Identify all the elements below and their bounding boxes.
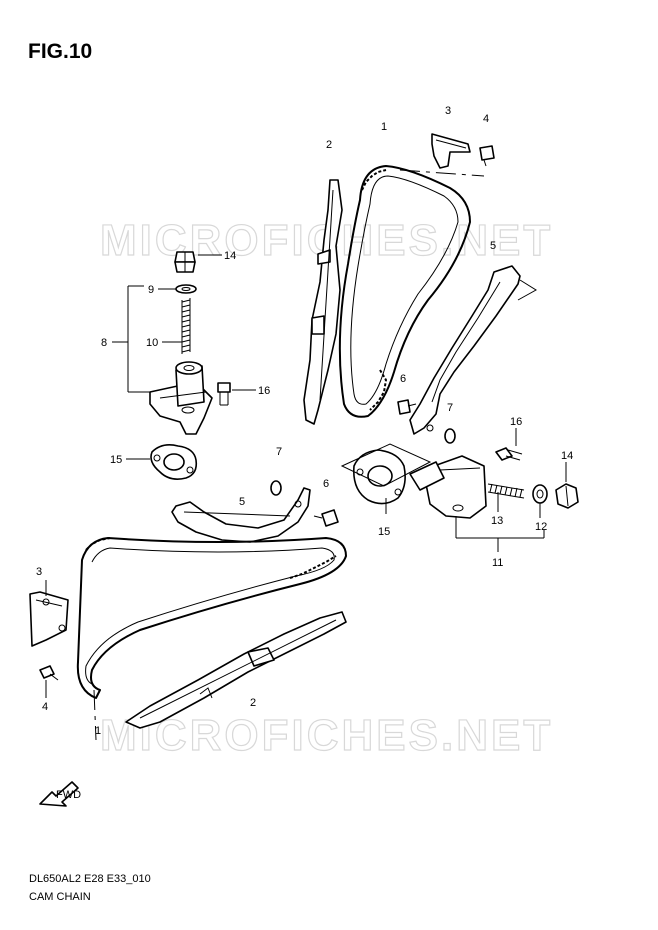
adjuster-washer-part xyxy=(532,484,548,504)
watermark-bottom: MICROFICHES.NET xyxy=(100,711,553,760)
guide-bolt-upper-part xyxy=(479,145,495,167)
callout-14-right: 14 xyxy=(561,450,573,462)
cam-chain-guide-lower-part xyxy=(125,611,347,729)
callout-6-right: 6 xyxy=(400,373,406,385)
cam-chain-lower-part xyxy=(76,537,347,699)
callout-5-lower: 5 xyxy=(239,496,245,508)
tensioner-gasket-left-part xyxy=(150,444,198,480)
diagram-name: CAM CHAIN xyxy=(29,891,91,903)
adjuster-cap-bolt-part xyxy=(555,483,579,509)
callout-11: 11 xyxy=(492,557,503,569)
guide-bolt-right-part xyxy=(397,399,417,415)
callout-9: 9 xyxy=(148,284,154,296)
callout-4-lower: 4 xyxy=(42,701,48,713)
callout-13: 13 xyxy=(491,515,503,527)
cam-chain-guide-no3-lower-part xyxy=(29,591,69,647)
tensioner-adjuster-guide-lower-part xyxy=(171,487,311,543)
guide-bolt-lower-part xyxy=(313,509,339,527)
fwd-label: FWD xyxy=(56,789,81,801)
callout-3-lower: 3 xyxy=(36,566,42,578)
cam-chain-upper-part xyxy=(338,165,471,418)
callout-14-left: 14 xyxy=(224,250,236,262)
callout-4-upper: 4 xyxy=(483,113,489,125)
callout-16-right: 16 xyxy=(510,416,522,428)
callout-12: 12 xyxy=(535,521,547,533)
tensioner-gasket-washer-part xyxy=(175,284,197,294)
washer-right-part xyxy=(444,428,456,444)
figure-title: FIG.10 xyxy=(28,40,93,63)
diagram-code: DL650AL2 E28 E33_010 xyxy=(29,873,151,885)
callout-1-upper: 1 xyxy=(381,121,387,133)
tensioner-cap-bolt-part xyxy=(174,251,196,273)
callout-6-lower: 6 xyxy=(323,478,329,490)
tensioner-gasket-right-part xyxy=(352,449,406,505)
tensioner-bolt-upper-part xyxy=(217,382,231,406)
adjuster-spring-part xyxy=(487,483,525,499)
washer-lower-part xyxy=(270,480,282,496)
callout-15-right: 15 xyxy=(378,526,390,538)
callout-1-lower: 1 xyxy=(95,725,101,737)
tensioner-body-part xyxy=(149,361,213,435)
adjuster-bolt-right-part xyxy=(495,447,523,461)
callout-8: 8 xyxy=(101,337,107,349)
callout-15-left: 15 xyxy=(110,454,122,466)
cam-chain-guide-no3-upper-part xyxy=(431,133,471,169)
callout-7-lower: 7 xyxy=(276,446,282,458)
tensioner-adjuster-guide-right-part xyxy=(409,265,537,435)
callout-16-left: 16 xyxy=(258,385,270,397)
tensioner-adjuster-right-part xyxy=(409,455,487,519)
callout-10: 10 xyxy=(146,337,158,349)
cam-chain-guide-upper-part xyxy=(303,179,343,425)
guide-bolt-lower-left-part xyxy=(39,665,59,681)
tensioner-spring-part xyxy=(181,298,191,354)
callout-2-upper: 2 xyxy=(326,139,332,151)
callout-3-upper: 3 xyxy=(445,105,451,117)
callout-2-lower: 2 xyxy=(250,697,256,709)
callout-5-right: 5 xyxy=(490,240,496,252)
callout-7-right: 7 xyxy=(447,402,453,414)
forward-direction-icon: FWD xyxy=(39,781,81,807)
